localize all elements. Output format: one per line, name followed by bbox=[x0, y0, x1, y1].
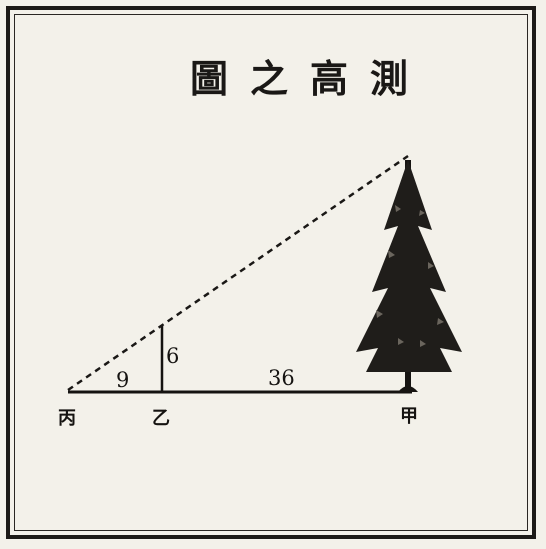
inner-border bbox=[14, 14, 528, 531]
point-label-bing: 丙 bbox=[58, 408, 76, 429]
point-label-jia: 甲 bbox=[400, 406, 418, 427]
sight-line bbox=[67, 154, 409, 392]
diagram-title: 測高之圖 bbox=[189, 56, 430, 101]
label-distance-yi-jia: 36 bbox=[268, 366, 295, 390]
point-label-yi: 乙 bbox=[152, 408, 170, 429]
outer-border bbox=[6, 6, 536, 539]
label-distance-bing-yi: 9 bbox=[116, 368, 130, 392]
tree-icon bbox=[356, 160, 462, 392]
label-stick-height: 6 bbox=[166, 344, 180, 368]
